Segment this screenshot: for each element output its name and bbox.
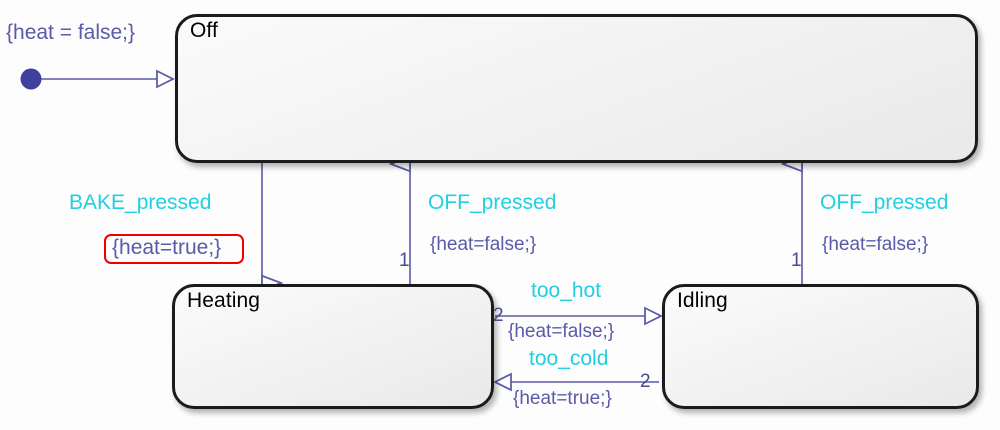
state-idling-label: Idling (677, 289, 728, 312)
default-junction-dot (20, 68, 42, 90)
state-heating-label: Heating (187, 289, 261, 312)
state-idling[interactable]: Idling (662, 284, 979, 409)
transition-idling-to-off-trigger-label: OFF_pressed (820, 191, 949, 214)
transition-idling-to-off-action-label: {heat=false;} (822, 234, 929, 255)
transition-heating-to-idling-action-label: {heat=false;} (508, 321, 615, 342)
action-highlight-box (104, 234, 244, 264)
state-off-label: Off (190, 19, 218, 42)
transition-heating-to-off-trigger-label: OFF_pressed (428, 191, 557, 214)
default-transition-arrow (20, 68, 174, 90)
transition-off-to-heating-action-label: {heat=true;} (112, 236, 222, 259)
transition-off-to-heating-trigger-label: BAKE_pressed (69, 191, 212, 214)
transition-idling-to-heating-priority-label: 2 (640, 371, 651, 392)
state-off[interactable]: Off (175, 14, 978, 163)
default-transition-action-label: {heat = false;} (6, 21, 136, 44)
transition-heating-to-idling-trigger-label: too_hot (531, 279, 602, 302)
state-heating[interactable]: Heating (172, 284, 494, 409)
transition-idling-to-heating-action-label: {heat=true;} (513, 388, 612, 409)
transition-heating-to-off-priority-label: 1 (399, 250, 410, 271)
transition-idling-to-heating-trigger-label: too_cold (529, 347, 609, 370)
transition-heating-to-idling-priority-label: 2 (493, 305, 504, 326)
transition-heating-to-off-action-label: {heat=false;} (430, 234, 537, 255)
transition-idling-to-off-priority-label: 1 (791, 250, 802, 271)
